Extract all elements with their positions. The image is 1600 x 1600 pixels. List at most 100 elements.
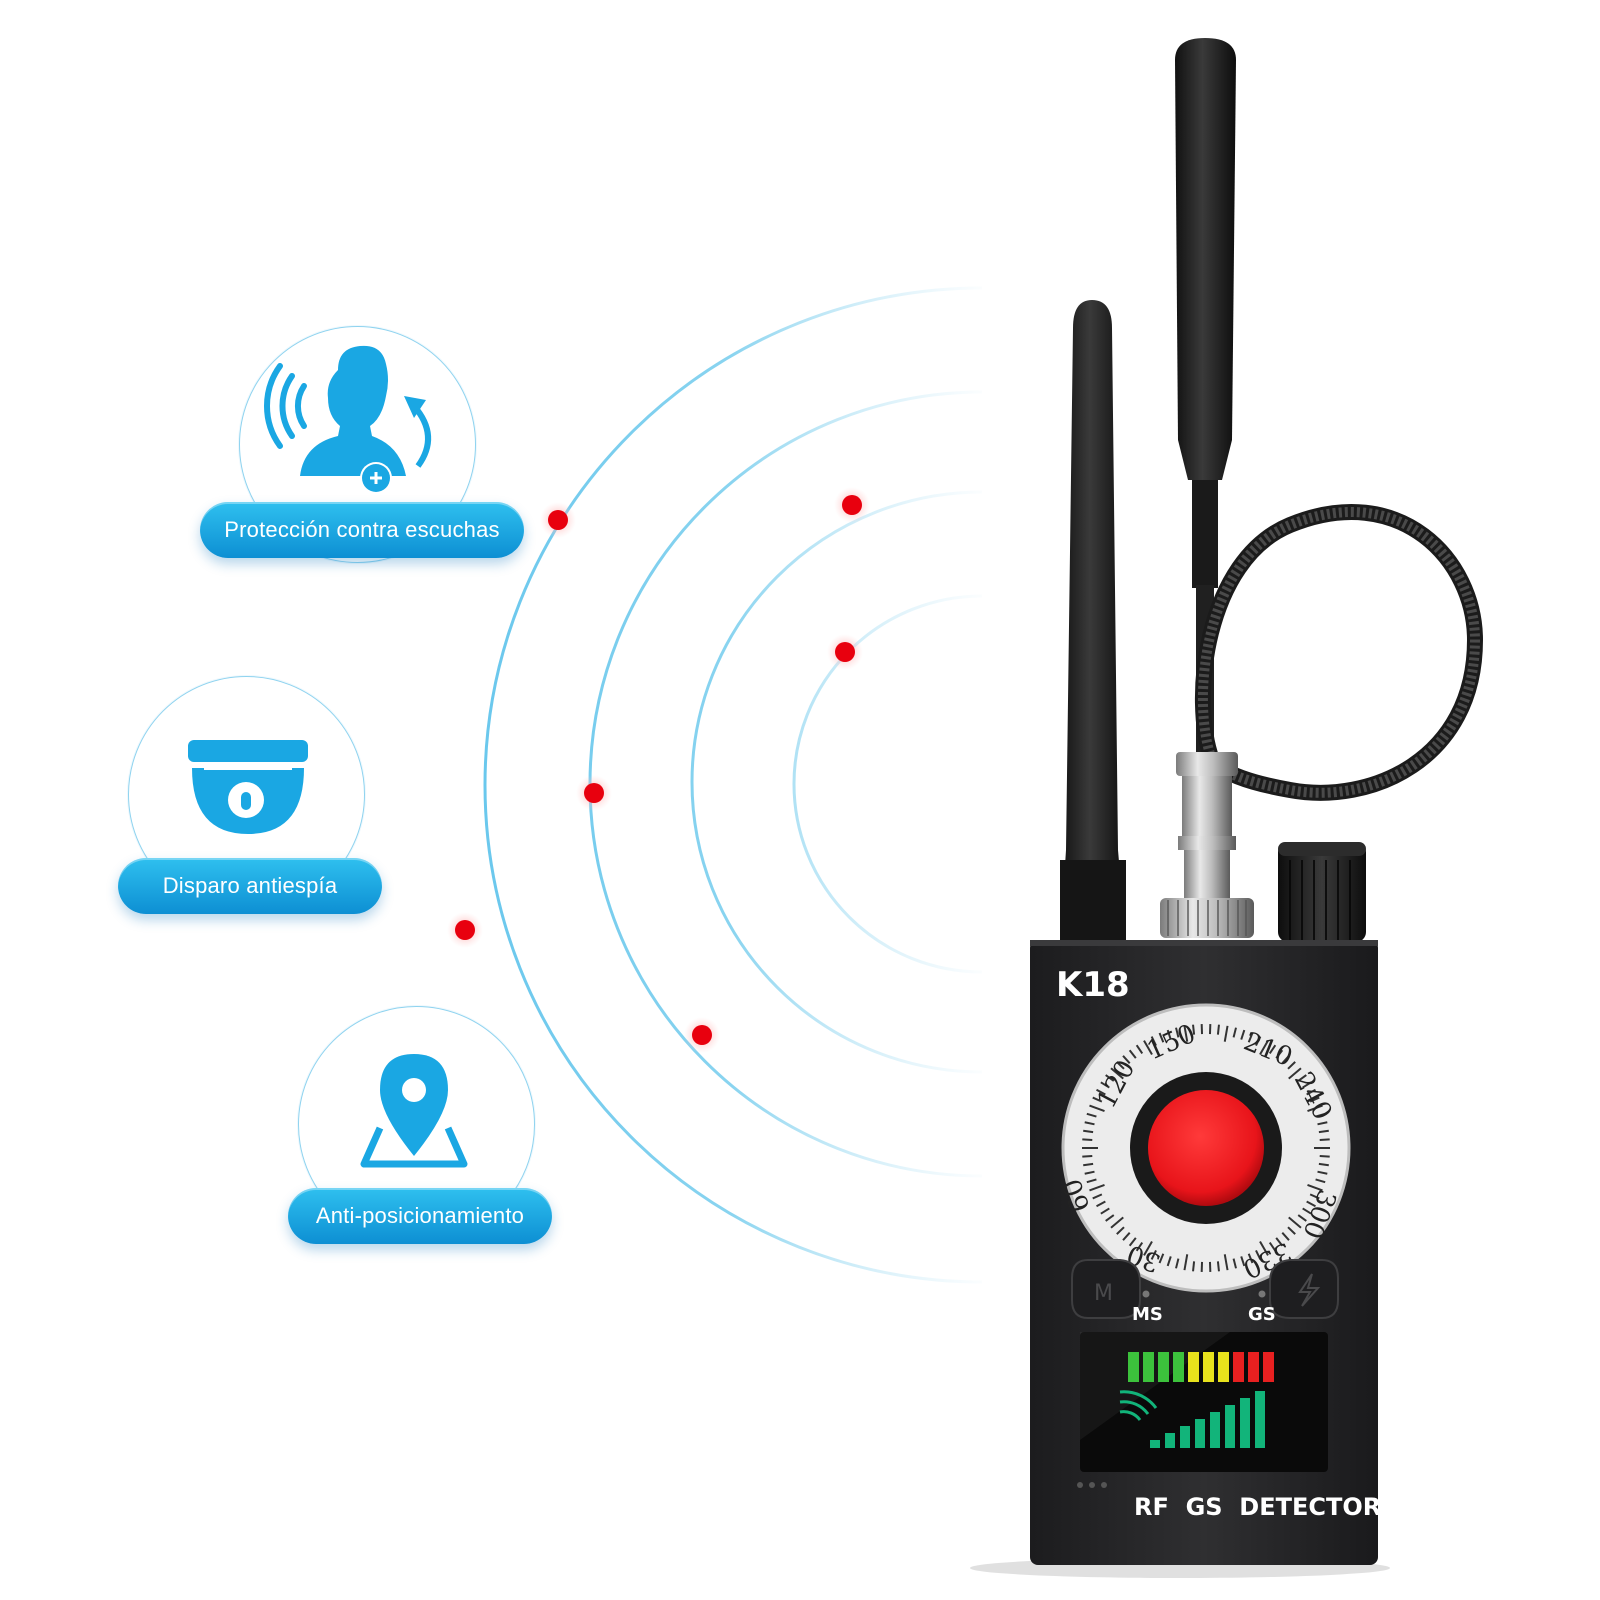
signal-bar — [1225, 1405, 1235, 1448]
dial-tick — [1288, 1067, 1302, 1080]
dial-tick — [1306, 1200, 1316, 1208]
dial-tick — [1315, 1112, 1326, 1118]
dial-tick — [1302, 1081, 1312, 1089]
level-meter — [1128, 1352, 1274, 1382]
feature-label: Protección contra escuchas — [200, 502, 524, 558]
security-camera-icon — [188, 740, 308, 834]
dial-tick — [1287, 1061, 1296, 1070]
mode-button-label: M — [1094, 1281, 1113, 1306]
dial-tick — [1318, 1129, 1329, 1134]
level-segment — [1158, 1352, 1169, 1382]
dial-tick — [1083, 1129, 1094, 1134]
dial-tick — [1086, 1112, 1097, 1118]
tuning-knob — [1278, 842, 1366, 942]
dial-tick — [1255, 1250, 1262, 1260]
signal-bar — [1180, 1426, 1190, 1448]
gs-led — [1258, 1290, 1266, 1298]
dial-tick — [1089, 1104, 1105, 1113]
dial-tick — [1275, 1049, 1284, 1059]
dial-tick — [1255, 1036, 1262, 1046]
dial-tick — [1096, 1088, 1106, 1096]
level-segment — [1218, 1352, 1229, 1382]
dial-tick — [1306, 1088, 1316, 1096]
dial-tick — [1116, 1061, 1125, 1070]
dial-tick — [1287, 1226, 1296, 1235]
dial-tick — [1158, 1253, 1165, 1264]
dial-tick — [1247, 1253, 1254, 1264]
dial-tick — [1082, 1154, 1093, 1158]
signal-dot — [540, 502, 576, 538]
dial-tick — [1110, 1216, 1124, 1229]
dial-tick — [1259, 1241, 1269, 1256]
signal-bar — [1165, 1433, 1175, 1448]
feature-label: Disparo antiespía — [118, 858, 382, 914]
dial-tick — [1083, 1162, 1094, 1167]
level-segment — [1248, 1352, 1259, 1382]
dial-tick — [1105, 1214, 1115, 1222]
dial-tick — [1183, 1025, 1189, 1042]
ms-led — [1142, 1290, 1150, 1298]
signal-arc — [690, 490, 983, 1074]
gooseneck-probe — [1194, 504, 1484, 801]
dial-tick — [1166, 1256, 1172, 1267]
device-model-label: K18 — [1056, 965, 1130, 1005]
dial-tick — [1143, 1040, 1153, 1055]
dial-tick — [1175, 1258, 1180, 1269]
dial-tick — [1268, 1241, 1277, 1252]
dial-tick — [1281, 1232, 1290, 1241]
mode-button[interactable]: M — [1071, 1259, 1141, 1319]
dial-tick — [1100, 1081, 1110, 1089]
feature-eavesdrop: Protección contra escuchas — [200, 326, 524, 566]
dial-tick — [1122, 1232, 1131, 1241]
dial-tick — [1183, 1254, 1189, 1271]
signal-bars — [1150, 1391, 1265, 1448]
gs-label: GS — [1248, 1304, 1276, 1325]
signal-dot — [684, 1017, 720, 1053]
dial-tick — [1309, 1193, 1320, 1200]
lens-dial: 150 210 120 240 60 300 30 330 — [1057, 1003, 1351, 1293]
signal-dot — [827, 634, 863, 670]
dial-tick — [1084, 1170, 1095, 1175]
dial-tick — [1319, 1138, 1330, 1142]
alarm-button[interactable] — [1269, 1259, 1339, 1319]
device-title: RF GS DETECTOR — [1134, 1493, 1381, 1521]
dial-tick — [1216, 1261, 1220, 1272]
signal-dots — [447, 487, 870, 1053]
dial-tick — [1192, 1261, 1196, 1272]
speaker-holes — [1077, 1482, 1107, 1488]
dial-tick — [1297, 1214, 1307, 1222]
dial-tick — [1309, 1096, 1320, 1103]
wifi-icon — [1119, 1390, 1158, 1421]
dial-tick — [1082, 1138, 1093, 1142]
dial-tick — [1247, 1032, 1254, 1043]
dial-tick — [1232, 1027, 1237, 1038]
dial-tick — [1092, 1193, 1103, 1200]
dial-tick — [1232, 1258, 1237, 1269]
signal-bar — [1195, 1419, 1205, 1448]
alarm-bolt-icon — [1298, 1273, 1321, 1307]
dial-tick — [1288, 1216, 1302, 1229]
dial-tick — [1128, 1237, 1137, 1247]
dial-tick — [1105, 1074, 1115, 1082]
dial-tick — [1150, 1036, 1157, 1046]
dial-tick — [1307, 1104, 1323, 1113]
signal-arcs — [483, 286, 983, 1284]
probe-connector — [1160, 752, 1254, 938]
dial-tick — [1317, 1121, 1328, 1126]
dial-tick — [1110, 1067, 1124, 1080]
signal-dot — [834, 487, 870, 523]
left-antenna — [1060, 300, 1126, 945]
dial-tick — [1166, 1029, 1172, 1040]
dial-tick — [1275, 1237, 1284, 1247]
dial-tick — [1084, 1121, 1095, 1126]
location-pin-icon — [360, 1054, 468, 1168]
dial-tick — [1122, 1055, 1131, 1064]
feature-anti-spy-camera: Disparo antiespía — [118, 676, 384, 916]
signal-bar — [1240, 1398, 1250, 1448]
dial-tick — [1240, 1256, 1246, 1267]
dial-tick — [1297, 1074, 1307, 1082]
level-segment — [1203, 1352, 1214, 1382]
dial-tick — [1216, 1024, 1220, 1035]
dial-tick — [1096, 1200, 1106, 1208]
